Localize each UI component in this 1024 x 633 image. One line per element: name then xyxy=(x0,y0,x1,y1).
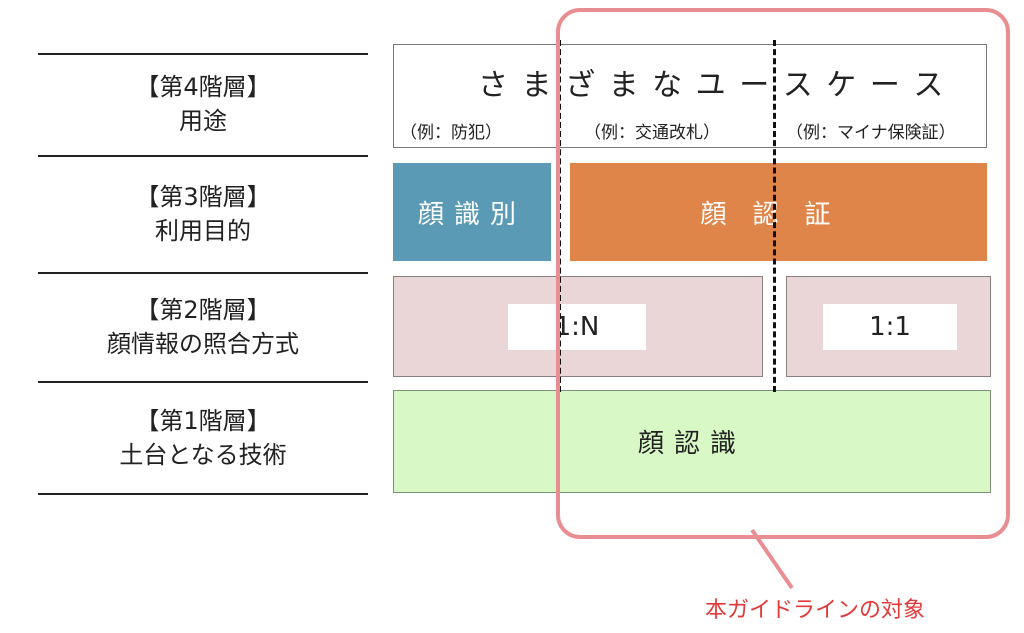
separator-top xyxy=(38,53,368,55)
layer-3-label: 【第3階層】 利用目的 xyxy=(38,180,368,248)
purpose-verification-box: 顔認証 xyxy=(570,163,987,261)
separator-3 xyxy=(38,381,368,383)
layer-3-title: 利用目的 xyxy=(155,217,251,245)
usecases-box xyxy=(393,44,987,148)
matching-one-to-one-label: 1:1 xyxy=(823,304,957,350)
purpose-verification-label: 顔認証 xyxy=(700,199,857,230)
purpose-identification-box: 顔識別 xyxy=(393,163,551,261)
usecase-example-ticket-gate: （例：交通改札） xyxy=(584,123,720,143)
layer-4-label: 【第4階層】 用途 xyxy=(38,70,368,138)
separator-bottom xyxy=(38,493,368,495)
purpose-identification-label: 顔識別 xyxy=(417,199,526,230)
layer-4-title: 用途 xyxy=(179,107,227,135)
technology-label: 顔認識 xyxy=(637,429,746,459)
guideline-scope-frame xyxy=(556,8,1010,539)
layer-2-label: 【第2階層】 顔情報の照合方式 xyxy=(38,293,368,361)
layer-1-title: 土台となる技術 xyxy=(119,441,287,469)
layer-2-bracket: 【第2階層】 xyxy=(135,296,271,324)
matching-one-to-n-label: 1:N xyxy=(508,304,646,350)
separator-1 xyxy=(38,155,368,157)
usecase-example-insurance-card: （例：マイナ保険証） xyxy=(786,123,956,143)
layer-3-bracket: 【第3階層】 xyxy=(135,183,271,211)
dashed-divider-right xyxy=(773,40,776,392)
layer-2-title: 顔情報の照合方式 xyxy=(107,330,299,358)
layer-1-label: 【第1階層】 土台となる技術 xyxy=(38,404,368,472)
separator-2 xyxy=(38,272,368,274)
scope-callout-label: 本ガイドラインの対象 xyxy=(705,598,926,623)
layer-1-bracket: 【第1階層】 xyxy=(135,407,271,435)
layer-4-bracket: 【第4階層】 xyxy=(135,73,271,101)
usecases-title: さ ま ざ ま な ユ ー ス ケ ー ス xyxy=(478,68,946,103)
scope-callout-line xyxy=(750,528,794,590)
usecase-example-security: （例：防犯） xyxy=(400,123,502,143)
technology-box: 顔認識 xyxy=(393,390,991,493)
